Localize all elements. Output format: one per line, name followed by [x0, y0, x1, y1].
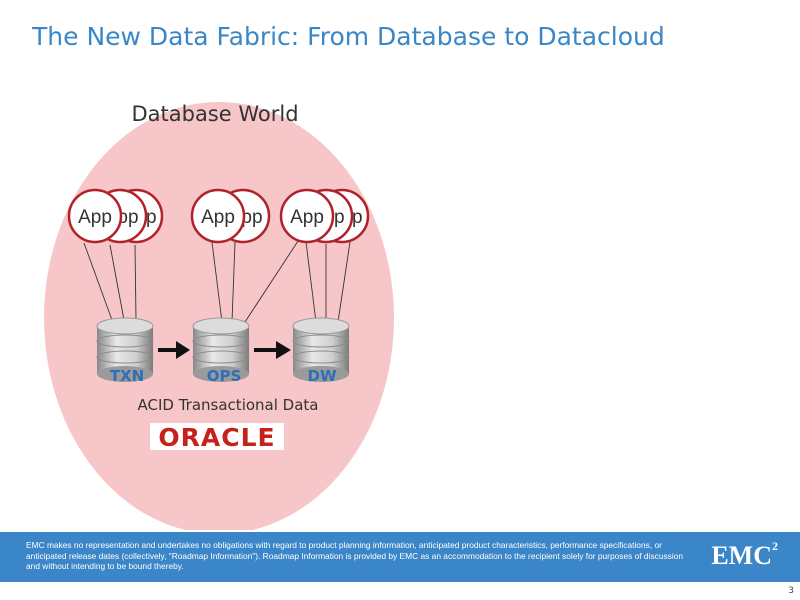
- database-world-region: [44, 102, 394, 530]
- slide-title: The New Data Fabric: From Database to Da…: [32, 22, 665, 51]
- flow-arrow-ops-to-dw: [254, 341, 291, 359]
- app-circle-label: App: [290, 207, 324, 228]
- database-cylinder-ops: [192, 317, 250, 382]
- app-group-ops: pp App: [190, 188, 271, 244]
- emc-logo-text: EMC: [711, 541, 772, 570]
- database-label-txn: TXN: [110, 367, 144, 385]
- app-group-dw: pp pp App: [279, 188, 370, 244]
- app-connector-lines: [83, 237, 351, 323]
- database-world-label: Database World: [131, 102, 298, 126]
- flow-arrow-txn-to-ops: [158, 341, 190, 359]
- emc-logo: EMC2: [711, 539, 778, 571]
- roadmap-disclaimer: EMC makes no representation and undertak…: [26, 540, 684, 571]
- page-number: 3: [788, 586, 794, 596]
- app-circle-label: App: [201, 207, 235, 228]
- app-group-txn: pp pp App: [67, 188, 164, 244]
- oracle-logo-text: ORACLE: [158, 423, 275, 452]
- app-circle-label: pp: [241, 207, 262, 228]
- acid-caption: ACID Transactional Data: [138, 396, 319, 414]
- database-cylinder-dw: [292, 317, 350, 382]
- database-label-ops: OPS: [207, 367, 242, 385]
- app-circle: [190, 188, 246, 244]
- emc-logo-superscript: 2: [772, 539, 778, 554]
- footer-bar: EMC makes no representation and undertak…: [0, 532, 800, 582]
- app-circle: [279, 188, 335, 244]
- database-world-diagram: Database World pp pp App pp App pp pp Ap…: [44, 102, 394, 530]
- app-circle-label: pp: [117, 207, 138, 228]
- app-circle-label: App: [78, 207, 112, 228]
- app-circle: [67, 188, 123, 244]
- database-cylinder-txn: [96, 317, 154, 382]
- oracle-logo: ORACLE: [150, 423, 284, 452]
- database-label-dw: DW: [308, 367, 337, 385]
